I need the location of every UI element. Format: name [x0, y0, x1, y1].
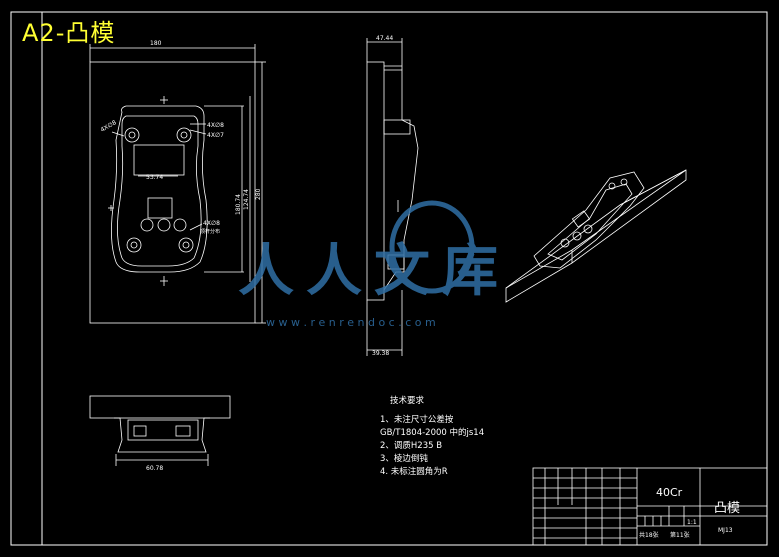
material-label: 40Cr: [656, 486, 683, 499]
part-name-label: 凸模: [714, 501, 740, 516]
technical-requirements: 技术要求 1、未注尺寸公差按 GB/T1804-2000 中的js14 2、调质…: [380, 395, 484, 479]
side-view-texts: 47.44 39.38: [372, 35, 393, 357]
top-view: [89, 44, 266, 324]
watermark-url: w w w . r e n r e n d o c . c o m: [266, 316, 436, 329]
watermark: 人人文库 w w w . r e n r e n d o c . c o m: [238, 200, 510, 329]
dim-side-top: 47.44: [376, 35, 393, 42]
title-block-texts: 40Cr 凸模 1:1 共18张 第11张 MJ13: [639, 486, 740, 539]
watermark-title: 人人文库: [238, 239, 510, 304]
tech-req-line: 4. 未标注圆角为R: [380, 467, 448, 477]
drawing-no-label: MJ13: [718, 527, 733, 534]
drawing-border: [10, 11, 768, 546]
tech-req-line: 2、调质H235 B: [380, 441, 443, 451]
ejector-note: 顶杆分布: [200, 228, 220, 235]
hole-label-a: 4X∅8: [207, 122, 224, 129]
side-view: [366, 38, 419, 356]
hole-label-d: 4X∅8: [100, 119, 118, 134]
dim-side-bottom: 39.38: [372, 350, 389, 357]
scale-label: 1:1: [687, 519, 697, 526]
sheet-no-label: 第11张: [670, 531, 690, 539]
hole-label-b: 4X∅7: [207, 132, 224, 139]
hole-label-c: 4X∅8: [203, 220, 220, 227]
dim-h3: 280: [255, 188, 262, 200]
dim-h2: 124.74: [243, 189, 250, 210]
dim-inner: 53.74: [146, 174, 163, 181]
tech-req-heading: 技术要求: [390, 396, 425, 406]
tech-req-line: 1、未注尺寸公差按: [380, 415, 454, 425]
top-view-texts: 180 53.74 4X∅8 4X∅7 4X∅8 4X∅8 顶杆分布 180.7…: [100, 40, 263, 235]
title-block: [532, 467, 768, 546]
watermark-logo-ring: [389, 200, 475, 294]
tech-req-line: 3、棱边倒钝: [380, 454, 428, 464]
isometric-view: [505, 169, 687, 303]
sheets-total-label: 共18张: [639, 531, 659, 539]
tech-req-line: GB/T1804-2000 中的js14: [380, 428, 485, 438]
dim-width: 180: [150, 40, 162, 47]
drawing-title: A2-凸模: [22, 19, 116, 47]
front-view: [89, 395, 231, 466]
dim-front-bottom: 60.78: [146, 465, 163, 472]
dim-h1: 180.74: [235, 194, 242, 215]
